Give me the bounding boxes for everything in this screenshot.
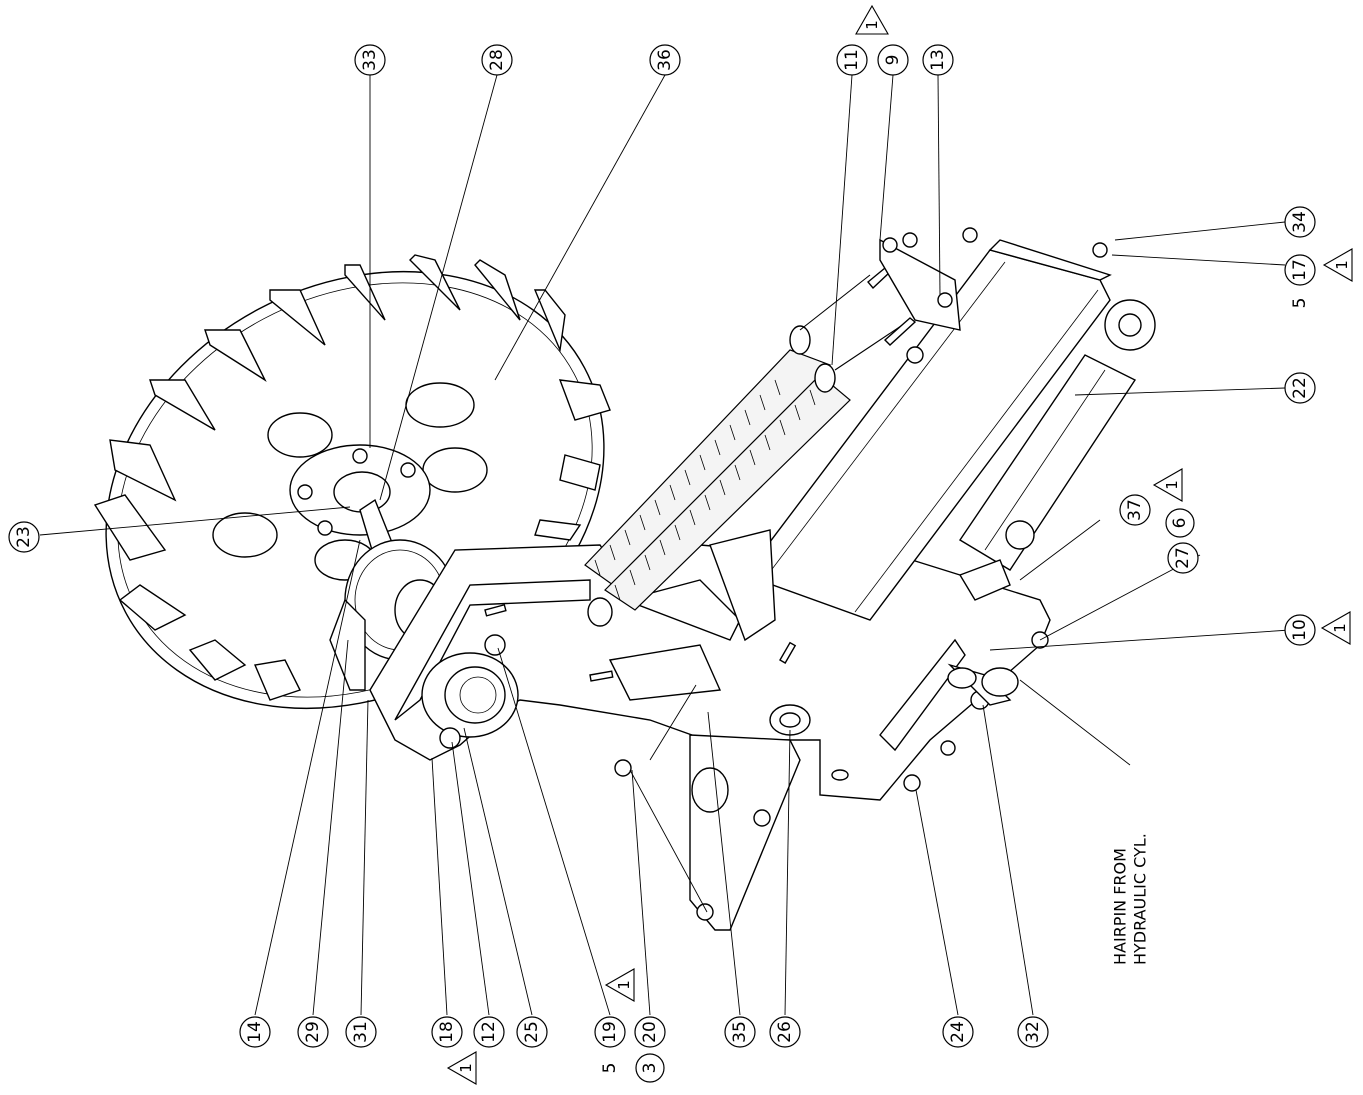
svg-text:10: 10 bbox=[1290, 619, 1310, 641]
svg-text:6: 6 bbox=[1170, 518, 1190, 529]
revision-triangle-right-top: 1 bbox=[1322, 248, 1353, 282]
callout-22: 22 bbox=[1284, 372, 1316, 404]
callout-11: 11 bbox=[836, 44, 868, 76]
note-line-2: HYDRAULIC CYL. bbox=[1131, 833, 1150, 965]
svg-text:11: 11 bbox=[842, 49, 862, 71]
svg-text:36: 36 bbox=[655, 49, 675, 71]
svg-text:1: 1 bbox=[1333, 260, 1351, 270]
svg-text:18: 18 bbox=[437, 1021, 457, 1043]
revision-triangle-19: 1 bbox=[604, 968, 635, 1002]
revision-triangle-top: 1 bbox=[855, 4, 889, 35]
callout-18: 18 bbox=[431, 1016, 463, 1048]
spiked-closing-wheel bbox=[93, 254, 611, 710]
revision-triangle-10: 1 bbox=[1320, 611, 1351, 645]
svg-text:19: 19 bbox=[600, 1021, 620, 1043]
callout-bubbles: 33 28 36 11 9 13 34 17 5 22 37 6 27 10 2… bbox=[8, 44, 1316, 1083]
callout-14: 14 bbox=[239, 1016, 271, 1048]
svg-text:32: 32 bbox=[1023, 1021, 1043, 1043]
callout-23: 23 bbox=[8, 521, 40, 553]
svg-text:1: 1 bbox=[863, 20, 881, 30]
callout-26: 26 bbox=[769, 1016, 801, 1048]
callout-6: 6 bbox=[1165, 508, 1195, 538]
svg-text:22: 22 bbox=[1290, 377, 1310, 399]
svg-text:35: 35 bbox=[730, 1021, 750, 1043]
svg-text:5: 5 bbox=[1290, 298, 1310, 309]
svg-text:34: 34 bbox=[1290, 211, 1310, 233]
revision-triangle-37: 1 bbox=[1152, 468, 1183, 502]
callout-10: 10 bbox=[1284, 614, 1316, 646]
callout-28: 28 bbox=[481, 44, 513, 76]
svg-text:20: 20 bbox=[640, 1021, 660, 1043]
callout-31: 31 bbox=[345, 1016, 377, 1048]
callout-13: 13 bbox=[922, 44, 954, 76]
callout-33: 33 bbox=[354, 44, 386, 76]
callout-5-top: 5 bbox=[1290, 298, 1310, 309]
svg-text:1: 1 bbox=[1331, 623, 1349, 633]
callout-5-bottom: 5 bbox=[600, 1063, 620, 1074]
callout-20: 20 bbox=[634, 1016, 666, 1048]
callout-35: 35 bbox=[724, 1016, 756, 1048]
assembly-drawing bbox=[93, 227, 1156, 931]
callout-32: 32 bbox=[1017, 1016, 1049, 1048]
svg-text:12: 12 bbox=[479, 1021, 499, 1043]
svg-text:1: 1 bbox=[457, 1063, 475, 1073]
callout-36: 36 bbox=[649, 44, 681, 76]
svg-text:23: 23 bbox=[14, 526, 34, 548]
revision-triangle-bottom-left: 1 bbox=[446, 1051, 477, 1085]
svg-text:29: 29 bbox=[303, 1021, 323, 1043]
callout-17: 17 bbox=[1284, 254, 1316, 286]
svg-text:24: 24 bbox=[948, 1021, 968, 1043]
svg-text:31: 31 bbox=[351, 1021, 371, 1043]
svg-text:3: 3 bbox=[640, 1063, 660, 1074]
note-line-1: HAIRPIN FROM bbox=[1111, 848, 1130, 965]
callout-9: 9 bbox=[877, 44, 909, 76]
revision-marks: 1 1 1 1 1 1 bbox=[446, 4, 1353, 1085]
hairpin-note: HAIRPIN FROM HYDRAULIC CYL. bbox=[1111, 833, 1150, 965]
svg-text:1: 1 bbox=[1163, 480, 1181, 490]
callout-3: 3 bbox=[635, 1053, 665, 1083]
svg-text:1: 1 bbox=[615, 980, 633, 990]
callout-24: 24 bbox=[942, 1016, 974, 1048]
svg-text:13: 13 bbox=[928, 49, 948, 71]
svg-text:14: 14 bbox=[245, 1021, 265, 1043]
frame-plates bbox=[369, 239, 1156, 931]
svg-text:37: 37 bbox=[1125, 499, 1145, 521]
svg-text:33: 33 bbox=[360, 49, 380, 71]
callout-25: 25 bbox=[516, 1016, 548, 1048]
svg-text:25: 25 bbox=[522, 1021, 542, 1043]
callout-37: 37 bbox=[1119, 494, 1151, 526]
svg-text:17: 17 bbox=[1290, 259, 1310, 281]
callout-34: 34 bbox=[1284, 206, 1316, 238]
svg-text:5: 5 bbox=[600, 1063, 620, 1074]
callout-27: 27 bbox=[1167, 542, 1199, 574]
svg-text:28: 28 bbox=[487, 49, 507, 71]
svg-text:9: 9 bbox=[883, 55, 903, 66]
svg-text:26: 26 bbox=[775, 1021, 795, 1043]
callout-12: 12 bbox=[473, 1016, 505, 1048]
svg-text:27: 27 bbox=[1173, 547, 1193, 569]
callout-29: 29 bbox=[297, 1016, 329, 1048]
callout-19: 19 bbox=[594, 1016, 626, 1048]
tension-springs bbox=[584, 227, 1108, 611]
